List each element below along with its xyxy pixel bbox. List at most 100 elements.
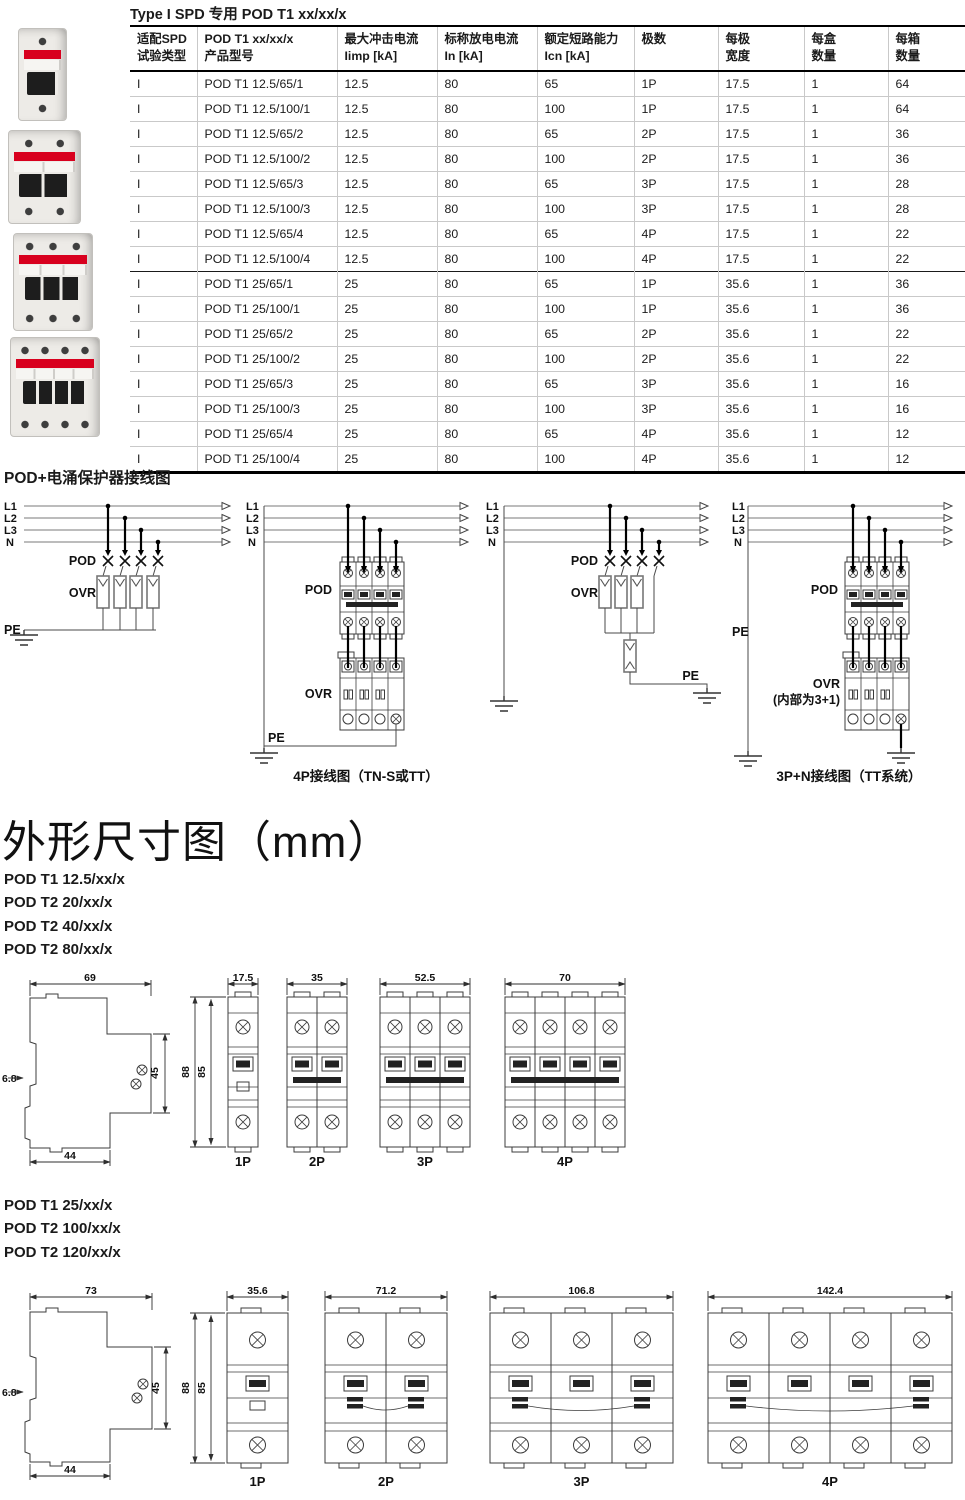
front-view-2p-group1: 35 2P — [286, 972, 348, 1169]
table-cell: 1P — [633, 271, 718, 297]
terminal-screws-bottom — [13, 206, 76, 217]
ovr-label: OVR — [305, 687, 332, 701]
line-label: N — [248, 537, 256, 549]
line-label: L3 — [246, 525, 259, 537]
table-cell: 25 — [336, 271, 437, 297]
toggle-handle — [25, 277, 81, 300]
table-cell: 17.5 — [717, 246, 804, 272]
table-cell: 35.6 — [717, 421, 804, 447]
table-cell: 100 — [536, 396, 634, 422]
wiring-diagrams: L1 L2 L3 N PE POD OVR L1 L2 L3 — [4, 501, 953, 784]
pe-label: PE — [682, 669, 699, 683]
table-cell: I — [130, 70, 197, 97]
line-label: L2 — [246, 513, 259, 525]
front-view-4p-group1: 70 4P — [504, 972, 626, 1169]
terminal-screws-top — [13, 138, 76, 149]
terminal-screws-bottom — [23, 103, 62, 114]
table-cell: I — [130, 171, 197, 197]
pod-label: POD — [305, 583, 332, 597]
pe-label: PE — [268, 731, 285, 745]
table-cell: 12.5 — [336, 171, 437, 197]
line-label: L1 — [246, 501, 259, 513]
ovr-label: OVR — [571, 586, 598, 600]
table-cell: POD T1 12.5/100/4 — [196, 246, 337, 272]
label-strip — [16, 369, 94, 379]
dimension-drawings-group1: 69 45 6.8 44 88 85 17.5 1P — [2, 972, 626, 1169]
height-dims-group2: 88 85 — [180, 1312, 225, 1464]
table-cell: 3P — [633, 371, 718, 397]
table-cell: I — [130, 346, 197, 372]
table-cell: 64 — [887, 70, 965, 97]
table-cell: 80 — [436, 271, 537, 297]
ovr-label: OVR — [69, 586, 96, 600]
table-cell: 25 — [336, 446, 437, 473]
side-view-group1: 69 45 6.8 44 — [2, 972, 170, 1166]
line-label: L1 — [486, 501, 499, 513]
table-cell: 12.5 — [336, 70, 437, 97]
table-cell: 80 — [436, 246, 537, 272]
pole-label: 2P — [378, 1474, 394, 1489]
table-cell: 25 — [336, 346, 437, 372]
table-cell: POD T1 25/100/3 — [196, 396, 337, 422]
table-cell: POD T1 12.5/100/2 — [196, 146, 337, 172]
table-cell: 12 — [887, 446, 965, 473]
front-view-1p-group2: 35.6 1P — [226, 1285, 289, 1489]
table-cell: 17.5 — [717, 221, 804, 247]
table-cell: 17.5 — [717, 146, 804, 172]
table-cell: 80 — [436, 371, 537, 397]
table-cell: POD T1 12.5/65/3 — [196, 171, 337, 197]
product-photo-4p — [10, 337, 100, 437]
label-strip — [24, 60, 61, 70]
table-cell: I — [130, 96, 197, 122]
table-cell: 35.6 — [717, 271, 804, 297]
table-cell: 80 — [436, 321, 537, 347]
table-cell: POD T1 25/100/1 — [196, 296, 337, 322]
table-cell: 1 — [803, 171, 888, 197]
red-band — [16, 359, 94, 368]
model-name: POD T2 40/xx/x — [4, 917, 113, 935]
table-cell: I — [130, 196, 197, 222]
line-label: N — [488, 537, 496, 549]
table-cell: 36 — [887, 121, 965, 147]
table-cell: 3P — [633, 171, 718, 197]
diagram-caption: 4P接线图（TN-S或TT） — [293, 768, 439, 784]
table-cell: 4P — [633, 221, 718, 247]
ovr-note: (内部为3+1) — [773, 692, 840, 707]
table-cell: 16 — [887, 396, 965, 422]
table-cell: 80 — [436, 121, 537, 147]
table-cell: 100 — [536, 296, 634, 322]
model-list-group1: POD T1 12.5/xx/x POD T2 20/xx/x POD T2 4… — [4, 868, 125, 962]
table-cell: POD T1 12.5/65/4 — [196, 221, 337, 247]
dim-front-height: 45 — [149, 1067, 161, 1079]
table-cell: POD T1 25/65/4 — [196, 421, 337, 447]
dim-width: 52.5 — [415, 972, 436, 984]
wiring-device-3p-n: L1 L2 L3 N PE POD OVR (内部为3+1) 3P+N接线图（T… — [732, 501, 953, 784]
table-cell: 1 — [803, 70, 888, 97]
line-label: L2 — [732, 513, 745, 525]
table-cell: I — [130, 371, 197, 397]
table-cell: 3P — [633, 396, 718, 422]
table-cell: 28 — [887, 171, 965, 197]
line-label: L3 — [732, 525, 745, 537]
ovr-label: OVR — [813, 677, 840, 691]
table-cell: I — [130, 221, 197, 247]
dim-depth-top: 69 — [84, 972, 96, 984]
table-cell: 28 — [887, 196, 965, 222]
table-cell: 100 — [536, 346, 634, 372]
table-cell: 100 — [536, 446, 634, 473]
table-cell: 17.5 — [717, 171, 804, 197]
dim-clip: 6.8 — [2, 1073, 17, 1085]
line-label: L3 — [486, 525, 499, 537]
table-cell: 80 — [436, 70, 537, 97]
table-cell: 1 — [803, 146, 888, 172]
table-cell: 17.5 — [717, 196, 804, 222]
breaker-1p — [18, 28, 67, 121]
pole-label: 3P — [574, 1474, 590, 1489]
model-list-group2: POD T1 25/xx/x POD T2 100/xx/x POD T2 12… — [4, 1194, 121, 1264]
table-cell: 1P — [633, 70, 718, 97]
table-cell: 80 — [436, 296, 537, 322]
table-cell: 80 — [436, 396, 537, 422]
